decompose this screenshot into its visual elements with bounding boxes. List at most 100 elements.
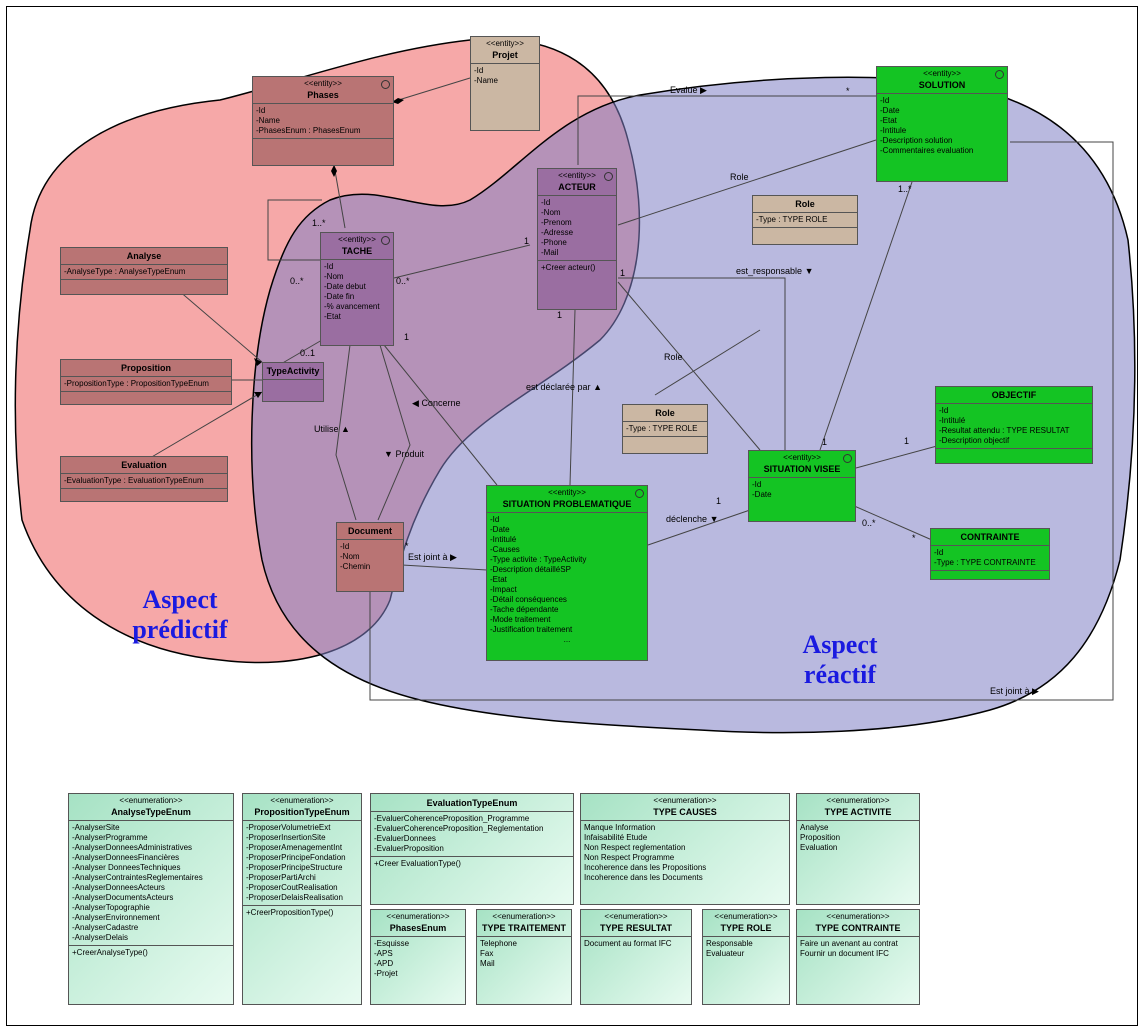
class-name: OBJECTIF [936,387,1092,404]
enum-value: -EvaluerCoherenceProposition_Reglementat… [374,824,544,833]
class-situation-problematique[interactable]: <<entity>> SITUATION PROBLEMATIQUE -Id -… [486,485,648,661]
attribute: -Name [256,116,281,125]
class-solution[interactable]: <<entity>> SOLUTION -Id -Date -Etat -Int… [876,66,1008,182]
attribute: -Date [752,490,772,499]
enum-name: TYPE CAUSES [581,806,789,821]
enum-type-activite[interactable]: <<enumeration>> TYPE ACTIVITE Analyse Pr… [796,793,920,905]
class-typeactivity[interactable]: TypeActivity [262,362,324,402]
attribute: -Id [541,198,551,207]
operations-section [931,571,1049,579]
class-name: Analyse [61,248,227,265]
attribute: -Date [490,525,510,534]
label-text: Evalue [670,85,698,95]
attribute: -Id [490,515,500,524]
class-analyse[interactable]: Analyse -AnalyseType : AnalyseTypeEnum [60,247,228,295]
class-proposition[interactable]: Proposition -PropositionType : Propositi… [60,359,232,405]
operation: +Creer EvaluationType() [374,859,461,868]
attribute: -Id [752,480,762,489]
enum-value: -AnalyserDonneesActeurs [72,883,165,892]
operation: ... [563,635,571,644]
attribute: -Description objectif [939,436,1010,445]
class-name: SITUATION PROBLEMATIQUE [487,498,647,513]
enum-phasesenum[interactable]: <<enumeration>> PhasesEnum -Esquisse -AP… [370,909,466,1005]
multiplicity: 1 [716,496,722,506]
enum-propositiontype[interactable]: <<enumeration>> PropositionTypeEnum -Pro… [242,793,362,1005]
enum-type-role[interactable]: <<enumeration>> TYPE ROLE Responsable Ev… [702,909,790,1005]
class-name: Projet [471,49,539,64]
enum-type-traitement[interactable]: <<enumeration>> TYPE TRAITEMENT Telephon… [476,909,572,1005]
attribute: -Nom [324,272,344,281]
label-declenche: déclenche ▼ [666,514,718,524]
class-role-lower[interactable]: Role -Type : TYPE ROLE [622,404,708,454]
class-projet[interactable]: <<entity>> Projet -Id-Name [470,36,540,131]
attribute: -Etat [490,575,507,584]
enum-value: Faire un avenant au contrat [800,939,898,948]
enum-value: -AnalyserTopographie [72,903,150,912]
class-objectif[interactable]: OBJECTIF -Id -Intitulé -Resultat attendu… [935,386,1093,464]
attribute: -Adresse [541,228,574,237]
enum-type-resultat[interactable]: <<enumeration>> TYPE RESULTAT Document a… [580,909,692,1005]
class-document[interactable]: Document -Id -Nom -Chemin [336,522,404,592]
attribute: -Intitule [880,126,907,135]
attribute: -Type activite : TypeActivity [490,555,587,564]
enum-value: Non Respect reglementation [584,843,686,852]
enum-name: TYPE CONTRAINTE [797,922,919,937]
class-name: Evaluation [61,457,227,474]
attribute: -Id [939,406,949,415]
multiplicity: 0..1 [300,348,316,358]
stereotype-label: <<entity>> [548,488,586,497]
enum-type-causes[interactable]: <<enumeration>> TYPE CAUSES Manque Infor… [580,793,790,905]
label-text: Est joint à [990,686,1030,696]
enum-name: PhasesEnum [371,922,465,937]
class-acteur[interactable]: <<entity>> ACTEUR -Id -Nom -Prenom -Adre… [537,168,617,310]
attribute: -PropositionType : PropositionTypeEnum [64,379,209,388]
enum-name: TYPE TRAITEMENT [477,922,571,937]
enum-value: -AnalyserDonneesAdministratives [72,843,193,852]
multiplicity: 1 [524,236,530,246]
class-tache[interactable]: <<entity>> TACHE -Id -Nom -Date debut -D… [320,232,394,346]
enum-value: -ProposerDelaisRealisation [246,893,343,902]
multiplicity: * [912,533,916,543]
multiplicity: * [846,86,850,96]
enum-analysetype[interactable]: <<enumeration>> AnalyseTypeEnum -Analyse… [68,793,234,1005]
class-evaluation[interactable]: Evaluation -EvaluationType : EvaluationT… [60,456,228,502]
attribute: -Id [340,542,350,551]
class-situation-visee[interactable]: <<entity>> SITUATION VISEE -Id -Date [748,450,856,522]
enum-value: -ProposerPrincipeStructure [246,863,343,872]
direction-arrow-icon: ▼ [804,266,814,276]
attribute: -Causes [490,545,520,554]
multiplicity: 1 [904,436,910,446]
enum-value: Fax [480,949,494,958]
multiplicity: 0..* [290,276,304,286]
class-role-upper[interactable]: Role -Type : TYPE ROLE [752,195,858,245]
class-phases[interactable]: <<entity>> Phases -Id -Name -PhasesEnum … [252,76,394,166]
attribute: -Chemin [340,562,371,571]
class-name: SITUATION VISEE [749,463,855,478]
enum-value: -ProposerPrincipeFondation [246,853,346,862]
enum-value: Infaisabilité Etude [584,833,648,842]
enum-value: -ProposerInsertionSite [246,833,326,842]
attribute: -Mode traitement [490,615,551,624]
attribute: -Etat [880,116,897,125]
attribute: -AnalyseType : AnalyseTypeEnum [64,267,186,276]
direction-arrow-icon: ▶ [700,85,707,95]
attribute: -% avancement [324,302,380,311]
enum-value: -AnalyserContraintesReglementaires [72,873,203,882]
class-name: TACHE [321,245,393,260]
label-text: est_responsable [736,266,803,276]
enum-evaluationtype[interactable]: EvaluationTypeEnum -EvaluerCoherenceProp… [370,793,574,905]
enum-value: -AnalyserDonneesFinancières [72,853,180,862]
operation: +CreerAnalyseType() [72,948,148,957]
attribute: -Date debut [324,282,366,291]
class-contrainte[interactable]: CONTRAINTE -Id -Type : TYPE CONTRAINTE [930,528,1050,580]
multiplicity: 1 [404,332,410,342]
attribute: -Date fin [324,292,355,301]
label-est-joint-a: Est joint à ▶ [408,552,457,563]
multiplicity: 1..* [312,218,326,228]
enum-value: -ProposerAmenagementInt [246,843,343,852]
attribute: -Impact [490,585,517,594]
enum-type-contrainte[interactable]: <<enumeration>> TYPE CONTRAINTE Faire un… [796,909,920,1005]
label-text: Est joint à [408,552,448,562]
stereotype-label: <<enumeration>> [119,796,183,805]
enum-value: -AnalyserSite [72,823,120,832]
